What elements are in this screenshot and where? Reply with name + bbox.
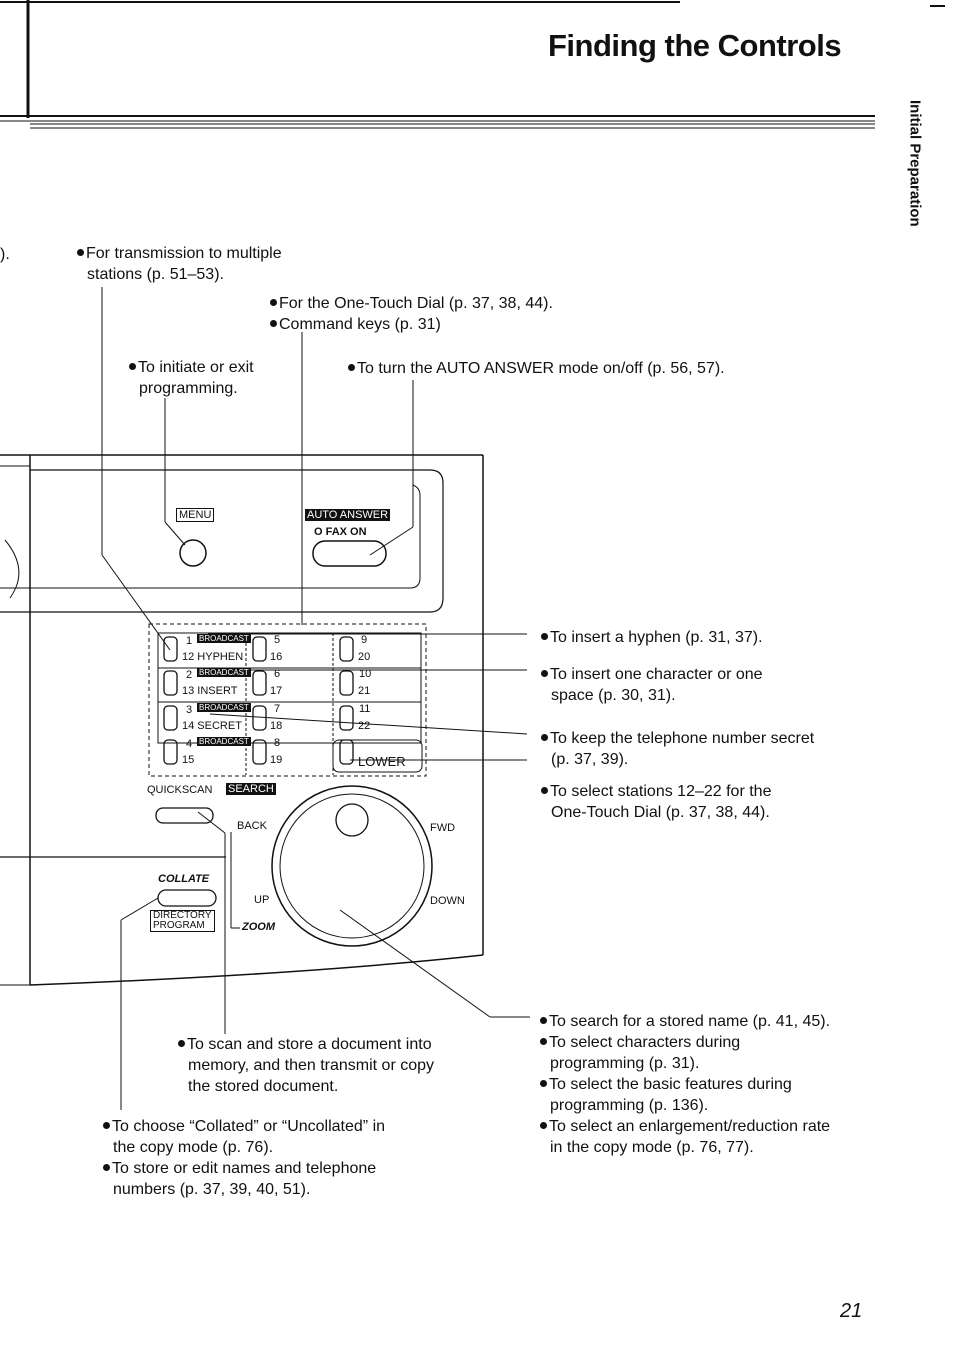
fwd-label: FWD: [430, 822, 456, 834]
auto-answer-label: AUTO ANSWER: [305, 509, 391, 521]
margin-mark: ).: [0, 246, 10, 263]
note-secret: To keep the telephone number secret (p. …: [541, 728, 814, 770]
key-9-sub: 20: [358, 651, 371, 663]
note-collate: To choose “Collated” or “Uncollated” in …: [103, 1116, 385, 1200]
fax-on-indicator: O FAX ON: [314, 526, 367, 538]
note-onetouch: For the One-Touch Dial (p. 37, 38, 44). …: [270, 293, 553, 335]
up-label: UP: [254, 894, 270, 906]
zoom-label: ZOOM: [242, 921, 275, 933]
key-8-num: 8: [274, 737, 281, 749]
menu-label: MENU: [176, 508, 215, 522]
key-11-num: 11: [359, 703, 371, 715]
key-11-sub: 22: [358, 720, 371, 732]
key-7-num: 7: [274, 703, 281, 715]
key-7-sub: 18: [270, 720, 283, 732]
key-3-sub: 14 SECRET: [182, 720, 242, 732]
key-5-sub: 16: [270, 651, 283, 663]
down-label: DOWN: [430, 895, 465, 907]
key-10-sub: 21: [358, 685, 371, 697]
back-label: BACK: [237, 820, 267, 832]
note-autoanswer: To turn the AUTO ANSWER mode on/off (p. …: [348, 358, 725, 379]
key-5-num: 5: [274, 634, 281, 646]
collate-label: COLLATE: [158, 873, 210, 885]
key-6-num: 6: [274, 668, 281, 680]
note-lower: To select stations 12–22 for the One-Tou…: [541, 781, 771, 823]
note-insert: To insert one character or one space (p.…: [541, 664, 763, 706]
key-4-sub: 15: [182, 754, 195, 766]
key-8-sub: 19: [270, 754, 283, 766]
note-quickscan: To scan and store a document into memory…: [178, 1034, 434, 1097]
note-jog: To search for a stored name (p. 41, 45).…: [540, 1011, 830, 1158]
key-2-sub: 13 INSERT: [182, 685, 238, 697]
page-title: Finding the Controls: [548, 28, 842, 63]
key-2-num: 2: [186, 669, 193, 681]
page-number: 21: [840, 1300, 863, 1322]
note-broadcast: For transmission to multiple stations (p…: [77, 243, 282, 285]
key-4-num: 4: [186, 738, 193, 750]
search-label: SEARCH: [226, 783, 276, 795]
lower-key-label: LOWER: [358, 754, 406, 769]
key-10-num: 10: [359, 668, 372, 680]
key-9-num: 9: [361, 634, 368, 646]
side-tab-label: Initial Preparation: [906, 100, 924, 227]
key-1-num: 1: [186, 635, 193, 647]
broadcast-label-2: BROADCAST: [197, 668, 251, 677]
broadcast-label-4: BROADCAST: [197, 737, 251, 746]
broadcast-label-1: BROADCAST: [197, 634, 251, 643]
key-1-sub: 12 HYPHEN: [182, 651, 244, 663]
side-tab: Initial Preparation: [895, 100, 935, 250]
key-6-sub: 17: [270, 685, 283, 697]
directory-label: DIRECTORY: [153, 910, 212, 921]
quickscan-label: QUICKSCAN: [147, 784, 213, 796]
note-menu: To initiate or exit programming.: [129, 357, 254, 399]
note-hyphen: To insert a hyphen (p. 31, 37).: [541, 627, 763, 648]
program-label: PROGRAM: [153, 920, 205, 931]
broadcast-label-3: BROADCAST: [197, 703, 251, 712]
key-3-num: 3: [186, 704, 193, 716]
